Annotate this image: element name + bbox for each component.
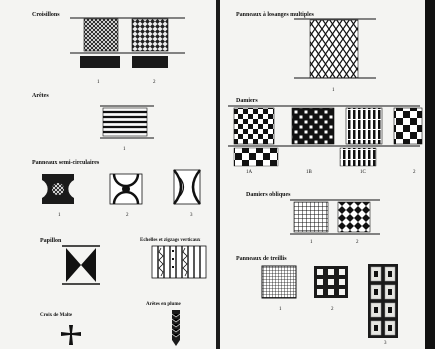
treillis-title: Panneaux de treillis	[236, 256, 287, 263]
damiers-figure	[228, 104, 423, 168]
damiers-num-1a: 1A	[246, 170, 252, 176]
papillon-title: Papillon	[40, 238, 61, 245]
damiers-num-2: 2	[413, 170, 416, 176]
obliques-figure	[290, 198, 386, 236]
semi-figure-1	[40, 172, 80, 208]
papillon-figure	[60, 244, 104, 288]
obliques-num-1: 1	[310, 240, 313, 246]
treillis-num-3: 3	[384, 341, 387, 347]
semi-figure-3	[170, 168, 210, 208]
page-gutter	[216, 0, 220, 349]
obliques-title: Damiers obliques	[246, 192, 291, 199]
aretes-num-1: 1	[123, 147, 126, 153]
plume-title: Arêtes en plume	[146, 301, 181, 308]
treillis-num-2: 2	[331, 307, 334, 313]
semi-num-1: 1	[58, 213, 61, 219]
obliques-num-2: 2	[356, 240, 359, 246]
semi-figure-2	[108, 172, 148, 208]
damiers-num-1b: 1B	[306, 170, 312, 176]
treillis-num-1: 1	[279, 307, 282, 313]
croisillons-num-1: 1	[97, 80, 100, 86]
aretes-figure	[100, 104, 160, 140]
losanges-figure	[294, 14, 384, 80]
croix-title: Croix de Malte	[40, 312, 72, 319]
semi-title: Panneaux semi-circulaires	[32, 160, 99, 167]
croisillons-figure	[70, 14, 200, 74]
losanges-num-1: 1	[332, 88, 335, 94]
croix-figure	[60, 324, 82, 346]
aretes-title: Arêtes	[32, 93, 49, 100]
echelles-figure	[150, 244, 210, 284]
plume-figure	[168, 308, 184, 348]
croisillons-num-2: 2	[153, 80, 156, 86]
page-edge-shadow	[425, 0, 435, 349]
damiers-num-1c: 1C	[360, 170, 366, 176]
semi-num-2: 2	[126, 213, 129, 219]
echelles-title: Echelles et zigzags verticaux	[140, 237, 200, 244]
semi-num-3: 3	[190, 213, 193, 219]
treillis-figure-1	[260, 264, 300, 302]
croisillons-title: Croisillons	[32, 12, 60, 19]
treillis-figure-3	[366, 262, 406, 340]
treillis-figure-2	[312, 264, 352, 302]
